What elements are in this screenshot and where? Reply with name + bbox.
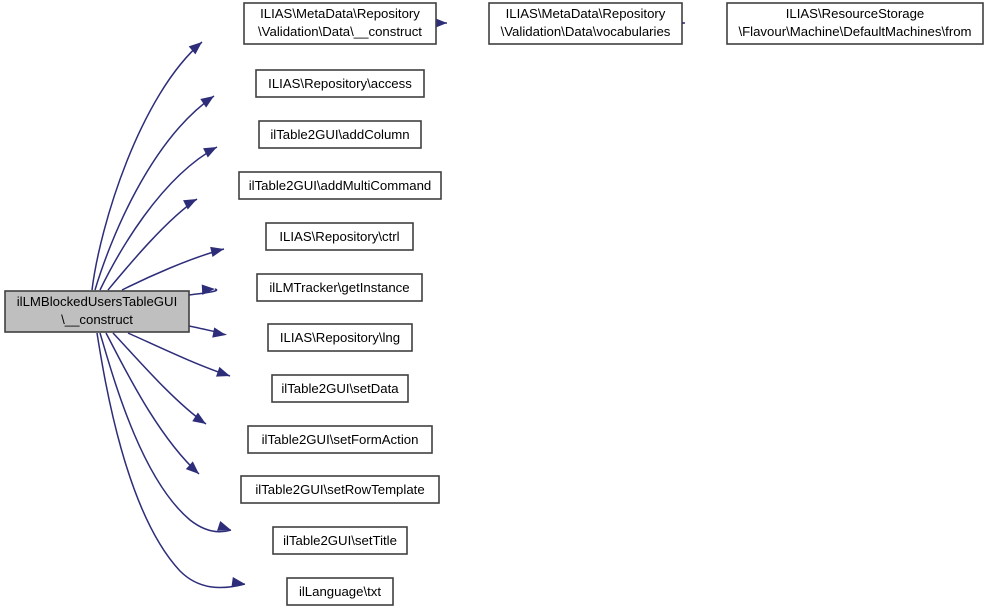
call-edge xyxy=(96,332,246,589)
arrowhead-icon xyxy=(216,366,230,377)
arrowhead-icon xyxy=(210,246,224,257)
node-label: ilLanguage\txt xyxy=(299,584,381,599)
call-edge xyxy=(188,288,218,296)
graph-node-table2gui-addcolumn[interactable]: ilTable2GUI\addColumn xyxy=(258,120,422,149)
node-box[interactable] xyxy=(255,69,425,98)
node-label-line1: ilLMBlockedUsersTableGUI xyxy=(17,294,178,309)
graph-node-lmtracker-getinstance[interactable]: ilLMTracker\getInstance xyxy=(256,273,423,302)
call-edge xyxy=(91,41,203,291)
node-label: ilTable2GUI\setFormAction xyxy=(262,432,419,447)
arrowhead-icon xyxy=(217,521,231,531)
arrowhead-icon xyxy=(231,577,245,588)
node-box[interactable] xyxy=(488,2,683,45)
graph-node-table2gui-setformaction[interactable]: ilTable2GUI\setFormAction xyxy=(247,425,433,454)
node-label: ilLMTracker\getInstance xyxy=(269,280,409,295)
node-label: ILIAS\Repository\lng xyxy=(280,330,400,345)
graph-node-table2gui-setdata[interactable]: ilTable2GUI\setData xyxy=(271,374,409,403)
node-label-line2: \Validation\Data\__construct xyxy=(258,24,422,39)
call-edge xyxy=(105,332,200,475)
node-box[interactable] xyxy=(272,526,408,555)
call-edge xyxy=(112,332,207,425)
nodes-layer: ILIAS\MetaData\Repository \Validation\Dat… xyxy=(4,2,984,606)
graph-node-resourcestorage-defaultmachines-from[interactable]: ILIAS\ResourceStorage \Flavour\Machine\De… xyxy=(726,2,984,45)
call-edge xyxy=(127,332,231,377)
node-box[interactable] xyxy=(256,273,423,302)
node-label-line1: ILIAS\ResourceStorage xyxy=(786,6,925,21)
node-label-line1: ILIAS\MetaData\Repository xyxy=(506,6,666,21)
graph-node-table2gui-settitle[interactable]: ilTable2GUI\setTitle xyxy=(272,526,408,555)
arrowhead-icon xyxy=(185,461,199,474)
node-box[interactable] xyxy=(247,425,433,454)
node-label-line2: \Flavour\Machine\DefaultMachines\from xyxy=(738,24,971,39)
node-box[interactable] xyxy=(240,475,440,504)
graph-node-repository-lng[interactable]: ILIAS\Repository\lng xyxy=(267,323,413,352)
node-label-line2: \Validation\Data\vocabularies xyxy=(501,24,671,39)
graph-node-table2gui-setrowtemplate[interactable]: ilTable2GUI\setRowTemplate xyxy=(240,475,440,504)
node-box[interactable] xyxy=(271,374,409,403)
call-edge xyxy=(94,95,215,291)
arrowhead-icon xyxy=(200,96,214,108)
arrowhead-icon xyxy=(183,199,197,210)
node-label: ilTable2GUI\setTitle xyxy=(283,533,397,548)
graph-node-metadata-vocabularies[interactable]: ILIAS\MetaData\Repository \Validation\Dat… xyxy=(488,2,683,45)
node-box[interactable] xyxy=(265,222,414,251)
node-box[interactable] xyxy=(267,323,413,352)
graph-node-repository-ctrl[interactable]: ILIAS\Repository\ctrl xyxy=(265,222,414,251)
node-label-line2: \__construct xyxy=(61,312,133,327)
node-box[interactable] xyxy=(258,120,422,149)
arrowhead-icon xyxy=(188,42,202,55)
node-label: ilTable2GUI\addColumn xyxy=(270,127,409,142)
arrowhead-icon xyxy=(192,412,206,424)
node-label: ilTable2GUI\addMultiCommand xyxy=(249,178,432,193)
graph-node-metadata-construct[interactable]: ILIAS\MetaData\Repository \Validation\Dat… xyxy=(243,2,437,45)
call-edge xyxy=(99,146,218,291)
node-label: ilTable2GUI\setRowTemplate xyxy=(255,482,424,497)
call-edge xyxy=(99,332,232,533)
graph-node-illanguage-txt[interactable]: ilLanguage\txt xyxy=(286,577,394,606)
arrowhead-icon xyxy=(434,17,447,29)
arrowhead-icon xyxy=(212,327,226,338)
node-label: ILIAS\Repository\ctrl xyxy=(279,229,399,244)
graph-node-table2gui-addmulticommand[interactable]: ilTable2GUI\addMultiCommand xyxy=(238,171,442,200)
arrowhead-icon xyxy=(203,147,217,158)
graph-node-root[interactable]: ilLMBlockedUsersTableGUI \__construct xyxy=(4,290,190,333)
node-box[interactable] xyxy=(286,577,394,606)
node-label: ilTable2GUI\setData xyxy=(281,381,399,396)
graph-node-repository-access[interactable]: ILIAS\Repository\access xyxy=(255,69,425,98)
node-box[interactable] xyxy=(243,2,437,45)
node-label-line1: ILIAS\MetaData\Repository xyxy=(260,6,420,21)
node-box[interactable] xyxy=(238,171,442,200)
call-edge xyxy=(107,198,198,291)
node-box[interactable] xyxy=(726,2,984,45)
node-box[interactable] xyxy=(4,290,190,333)
arrowhead-icon xyxy=(201,284,215,295)
node-label: ILIAS\Repository\access xyxy=(268,76,412,91)
